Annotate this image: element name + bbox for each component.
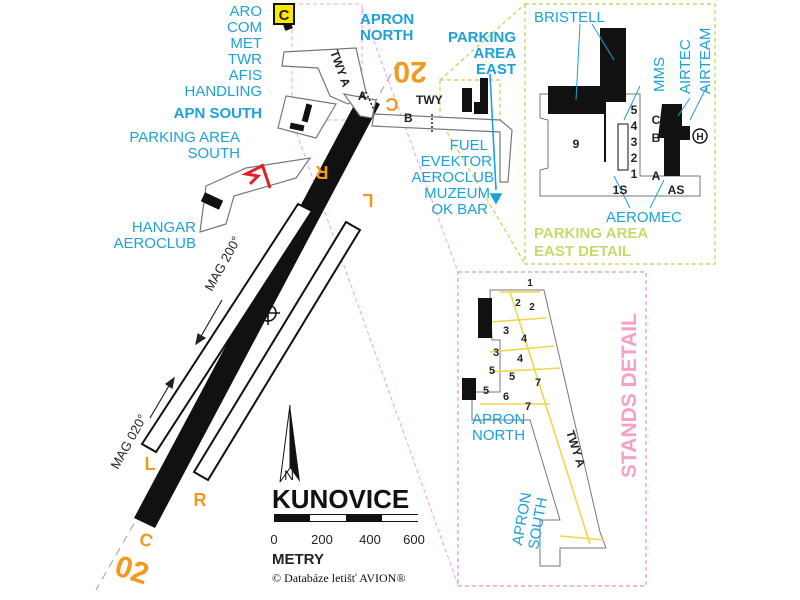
stand-left-5b: 5 <box>483 385 489 397</box>
stands-detail-title: STANDS DETAIL <box>618 313 641 478</box>
marker-l-bottom: L <box>145 454 156 474</box>
connector-line-1 <box>361 7 459 273</box>
north-label: N <box>284 467 294 483</box>
label-hangar: HANGAR <box>132 219 196 236</box>
label-hangar-aeroclub: AEROCLUB <box>113 235 196 252</box>
label-muzeum: MUZEUM <box>424 185 490 202</box>
east-stand-2: 2 <box>631 151 638 165</box>
label-handling: HANDLING <box>184 83 262 100</box>
label-apn-south: APN SOUTH <box>174 105 262 122</box>
east-stand-1: 1 <box>631 167 638 181</box>
east-stand-4: 4 <box>631 119 638 133</box>
connector-line-2 <box>291 119 459 586</box>
stand-left-6: 6 <box>503 391 509 403</box>
label-apron-north-2: NORTH <box>360 27 413 44</box>
label-mag-200: MAG 200° <box>202 234 244 294</box>
direction-arrows <box>149 299 223 419</box>
east-stand-1s: 1S <box>613 183 628 197</box>
label-bristell: BRISTELL <box>534 9 605 26</box>
east-stand-b: B <box>652 131 661 145</box>
label-parking-south-1: PARKING AREA <box>129 129 240 146</box>
apron-arrow <box>489 73 503 205</box>
stand-left-2: 2 <box>515 298 521 309</box>
label-met: MET <box>230 35 262 52</box>
heliport-label: H <box>696 132 703 143</box>
east-stand-a: A <box>652 169 661 183</box>
east-stand-as: AS <box>668 183 685 197</box>
stands-apron-north-2: NORTH <box>472 427 525 444</box>
stand-left-3: 3 <box>503 325 509 337</box>
scale-unit: METRY <box>272 551 324 568</box>
east-stand-3: 3 <box>631 135 638 149</box>
label-parking-south-2: SOUTH <box>188 145 241 162</box>
label-okbar: OK BAR <box>431 201 488 218</box>
label-aeroclub: AEROCLUB <box>411 169 494 186</box>
label-airtec: AIRTEC <box>677 39 694 94</box>
stand-left-7: 7 <box>525 401 531 413</box>
copyright: © Databáze letišť AVION® <box>272 571 405 585</box>
label-com: COM <box>227 19 262 36</box>
label-afis: AFIS <box>229 67 262 84</box>
marker-r-top: R <box>316 162 329 182</box>
stand-right-7: 7 <box>535 377 541 389</box>
stand-left-4: 4 <box>517 353 524 365</box>
label-airteam: AIRTEAM <box>697 28 714 94</box>
airport-name: KUNOVICE <box>272 484 409 514</box>
aerodrome-reference-point-icon <box>256 301 280 325</box>
legend-c-label: C <box>279 7 290 24</box>
stand-left-5: 5 <box>489 365 495 377</box>
east-detail-title-1: PARKING AREA <box>534 225 648 242</box>
label-mms: MMS <box>651 57 668 92</box>
stands-detail-frame <box>457 271 647 587</box>
runway <box>134 94 380 528</box>
stands-apron-north-1: APRON <box>472 411 525 428</box>
label-twy-a-short: A <box>358 89 367 103</box>
marker-r-bottom: R <box>194 490 207 510</box>
scale-tick-600: 600 <box>403 532 425 547</box>
east-detail-outline <box>539 93 701 197</box>
windsock-icon <box>241 163 272 189</box>
stands-detail-buildings <box>462 298 492 400</box>
stand-right-5: 5 <box>509 371 515 383</box>
scale-tick-200: 200 <box>311 532 333 547</box>
label-evektor: EVEKTOR <box>421 153 493 170</box>
label-apron-north-1: APRON <box>360 11 414 28</box>
scale-tick-400: 400 <box>359 532 381 547</box>
stand-right-4: 4 <box>521 333 528 345</box>
runway-c-bottom: C <box>137 528 156 551</box>
stands-detail-taxilines <box>480 291 605 545</box>
label-aeromec: AEROMEC <box>606 209 682 226</box>
east-detail-buildings <box>548 28 690 176</box>
stand-right-2: 2 <box>529 302 535 313</box>
east-stand-c: C <box>652 113 661 127</box>
scale-bar <box>274 514 418 522</box>
label-parking-east-2: AREA <box>473 45 516 62</box>
label-aro: ARO <box>229 3 262 20</box>
label-twy-b: B <box>404 111 413 125</box>
label-parking-east-3: EAST <box>476 61 516 78</box>
label-parking-east-1: PARKING <box>448 29 516 46</box>
scale-tick-0: 0 <box>270 532 277 547</box>
north-arrow-icon <box>279 404 300 483</box>
runway-strip-right <box>192 220 362 482</box>
stands-twy-a: TWY A <box>563 429 588 470</box>
label-twr: TWR <box>228 51 262 68</box>
stand-right-1: 1 <box>527 278 533 289</box>
label-fuel: FUEL <box>450 137 488 154</box>
label-twy: TWY <box>416 93 443 107</box>
runway-c-top: C <box>386 94 399 114</box>
marker-l-top: L <box>363 190 374 210</box>
east-detail-title-2: EAST DETAIL <box>534 243 631 260</box>
east-stand-9: 9 <box>573 137 580 151</box>
runway-designator-02: 02 <box>111 550 153 592</box>
east-detail-leader-lines <box>575 23 707 209</box>
east-stand-5: 5 <box>631 103 638 117</box>
runway-designator-20: 20 <box>393 55 426 88</box>
stand-left-3b: 3 <box>493 347 499 359</box>
heliport-icon <box>692 128 708 144</box>
holding-points <box>365 91 433 132</box>
legend-c-box <box>273 3 295 25</box>
runway-strip-left <box>140 202 314 454</box>
